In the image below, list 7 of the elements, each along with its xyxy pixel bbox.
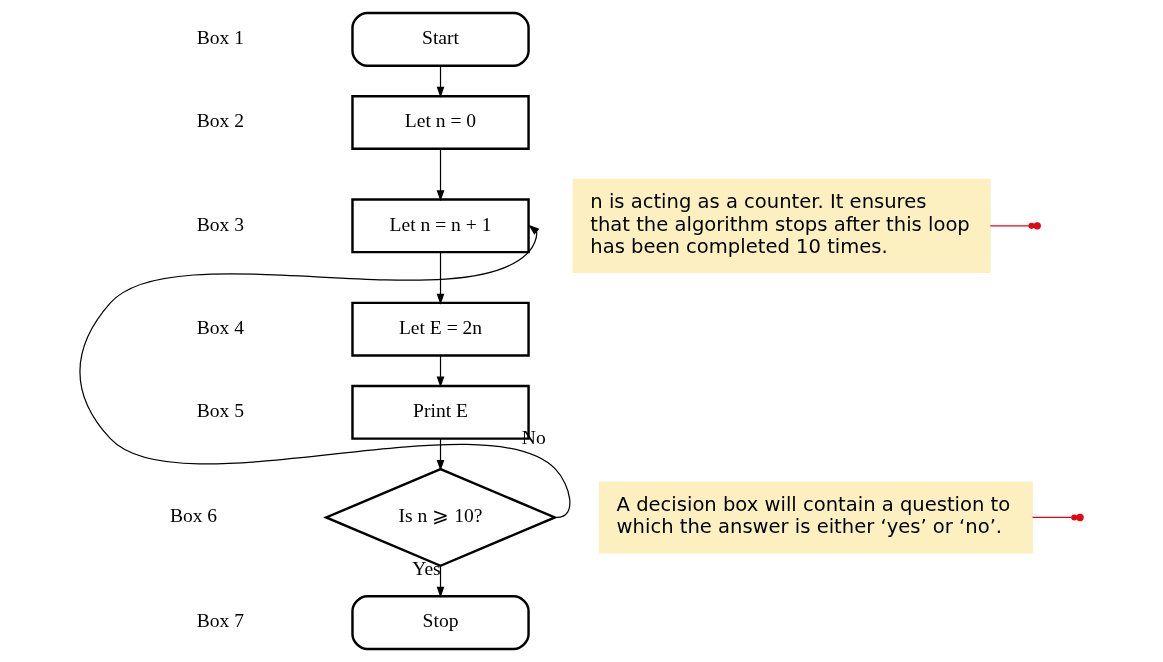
label: Box 3 bbox=[196, 213, 245, 235]
label: Box 7 bbox=[196, 610, 245, 632]
label: Box 6 bbox=[169, 505, 218, 527]
label: Box 1 bbox=[196, 27, 245, 49]
label: Box 5 bbox=[196, 399, 245, 421]
label: Box 4 bbox=[196, 316, 245, 338]
label: Box 2 bbox=[196, 110, 245, 132]
